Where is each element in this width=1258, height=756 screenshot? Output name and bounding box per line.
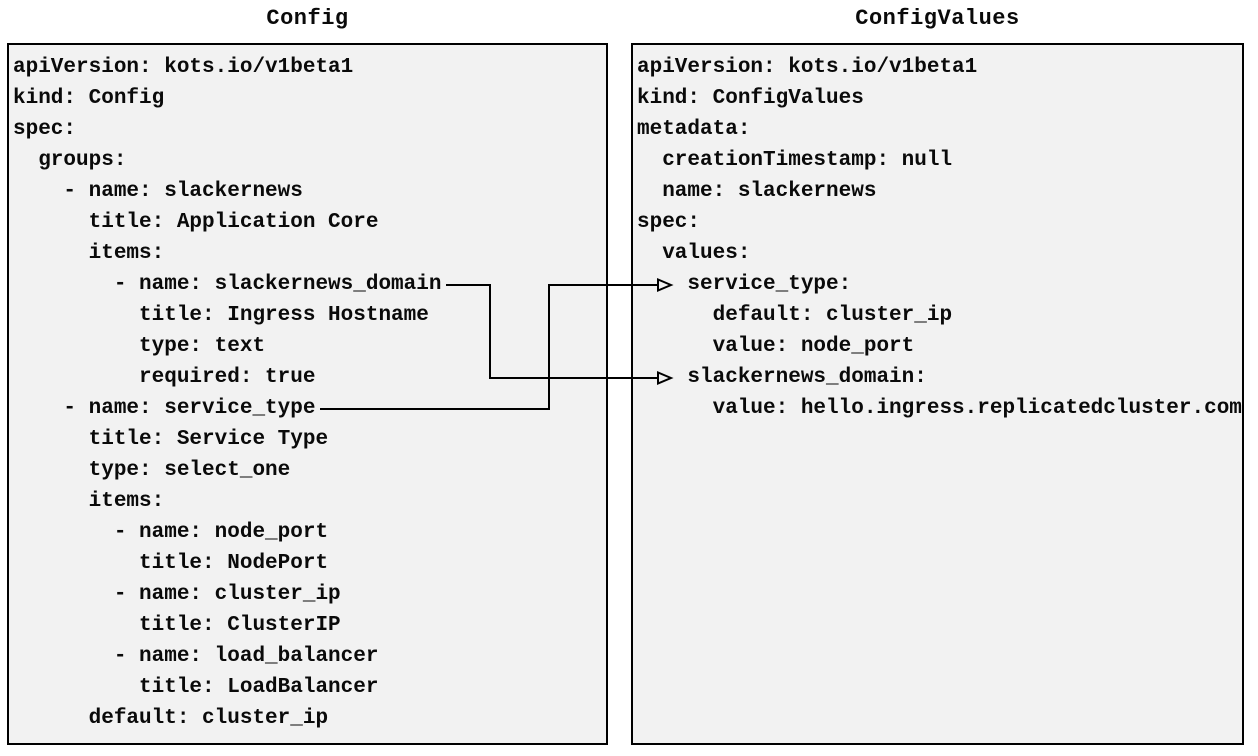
config-panel: apiVersion: kots.io/v1beta1 kind: Config… bbox=[7, 43, 608, 745]
config-yaml-code: apiVersion: kots.io/v1beta1 kind: Config… bbox=[13, 56, 442, 730]
config-panel-title: Config bbox=[266, 6, 349, 31]
configvalues-panel-title: ConfigValues bbox=[855, 6, 1020, 31]
configvalues-yaml-code: apiVersion: kots.io/v1beta1 kind: Config… bbox=[637, 56, 1242, 420]
configvalues-panel: apiVersion: kots.io/v1beta1 kind: Config… bbox=[631, 43, 1244, 745]
